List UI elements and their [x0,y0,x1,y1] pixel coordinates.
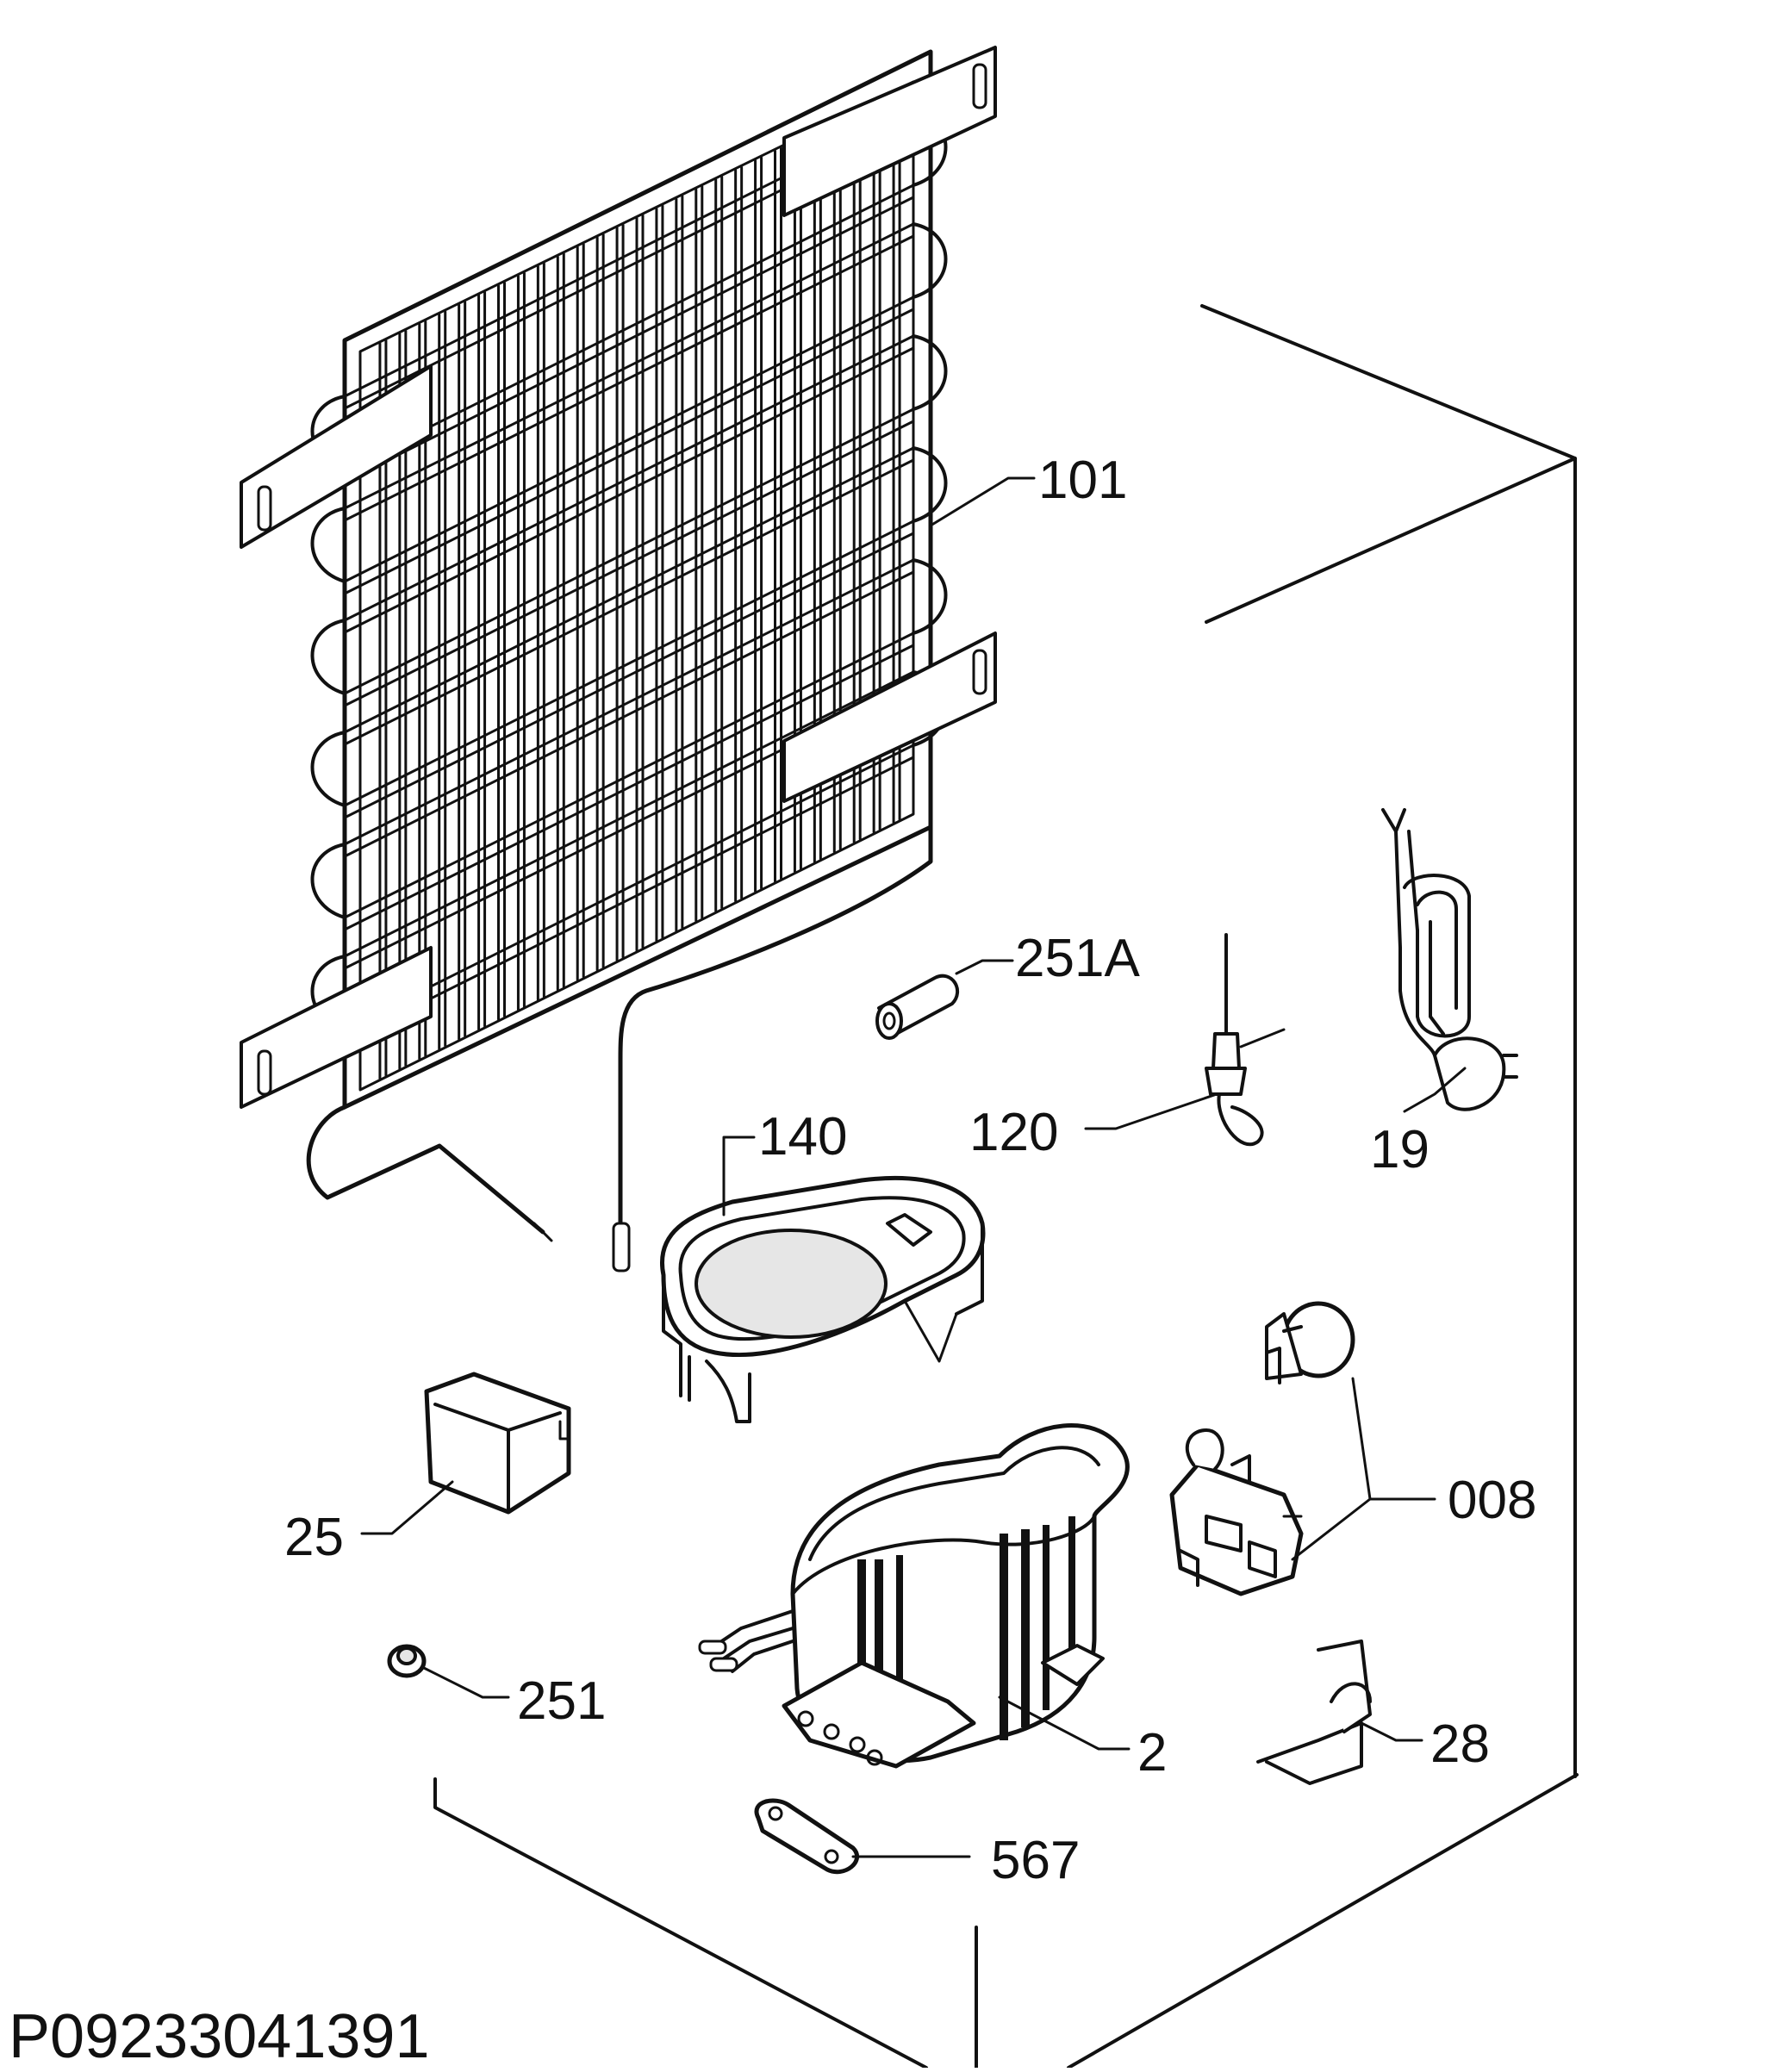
drip-tray-part [660,1176,986,1423]
condenser-tube [343,446,915,734]
callout-grommet: 251 [517,1671,606,1731]
condenser-tube [343,744,915,1031]
condenser-brackets [240,46,997,1109]
condenser-tube [343,308,915,595]
capacitor-box-part [424,1372,571,1515]
condenser-outlet-tubes [306,824,933,1272]
callout-clip: 28 [1430,1714,1490,1774]
condenser-tube [343,184,915,471]
condenser-tube [343,420,915,707]
document-id: P09233041391 [9,2002,430,2068]
bracket-part [754,1798,860,1875]
callout-condenser: 101 [1038,451,1127,510]
condenser-tubes [343,110,915,1043]
filter-plug-part [875,974,959,1040]
condenser-tube [343,458,915,746]
callout-power-cord: 19 [1370,1120,1430,1179]
condenser-tube [343,296,915,583]
clip-part [1256,1640,1372,1785]
condenser-grid [240,46,997,1272]
condenser-tube [343,234,915,522]
condenser-tube [343,408,915,695]
condenser-tube [343,520,915,807]
callout-start-relay: 008 [1448,1471,1536,1530]
power-cord-part [1381,808,1518,1111]
callout-filter-plug: 251A [1015,929,1140,988]
compressor-part [698,1423,1130,1769]
grommet-part [387,1644,427,1678]
condenser-tube [343,756,915,1043]
condenser-tube [343,196,915,483]
condenser-tube [343,334,915,622]
leader-lines [360,476,1467,1858]
condenser-tube [343,670,915,958]
condenser-tube [343,222,915,510]
condenser-tube [343,570,915,858]
condenser-tube [343,532,915,819]
callout-compressor: 2 [1137,1723,1167,1783]
callout-labels: 101 251A 120 19 140 25 008 251 2 28 567 [284,451,1536,1890]
thermostat-probe-part [1205,933,1286,1147]
callout-capacitor-box: 25 [284,1508,344,1567]
condenser-tube [343,346,915,634]
condenser-tube [343,558,915,846]
start-relay-part [1169,1301,1355,1596]
callout-bracket: 567 [991,1831,1080,1890]
condenser-tube [343,644,915,931]
callout-thermostat-probe: 120 [969,1103,1058,1162]
condenser-tube [343,632,915,919]
cabinet-outline [433,304,1579,2069]
compressor-stripes [857,1516,1075,1749]
callout-drip-tray: 140 [758,1107,847,1167]
